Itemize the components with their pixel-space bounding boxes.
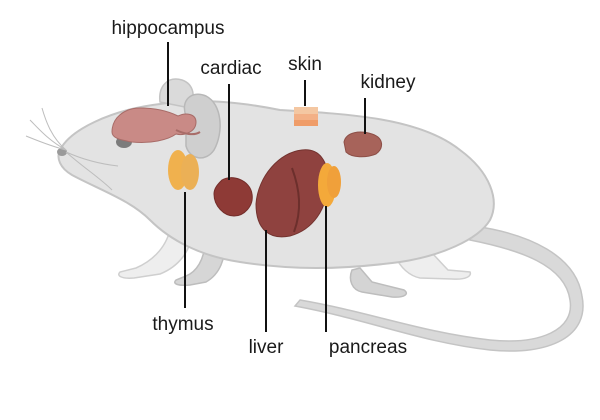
label-kidney: kidney: [361, 72, 416, 93]
skin-sample: [294, 107, 318, 126]
label-thymus: thymus: [152, 314, 213, 335]
thymus-organ: [168, 150, 199, 190]
brain-organ: [111, 107, 197, 143]
kidney-organ: [343, 131, 382, 158]
label-liver: liver: [249, 337, 285, 358]
label-hippocampus: hippocampus: [111, 18, 224, 39]
heart-organ: [213, 177, 253, 217]
mouse-tail: [293, 225, 584, 352]
brain-stem: [175, 129, 201, 136]
mouse-ear: [183, 93, 221, 159]
liver-lobe-line: [291, 167, 301, 233]
label-pancreas: pancreas: [329, 337, 407, 358]
label-skin: skin: [288, 54, 322, 75]
pancreas-organ: [318, 163, 341, 207]
label-cardiac: cardiac: [200, 58, 261, 79]
mouse-hind-foot-back: [349, 267, 408, 298]
mouse-whiskers: [25, 107, 119, 191]
leader-lines: [167, 42, 366, 332]
